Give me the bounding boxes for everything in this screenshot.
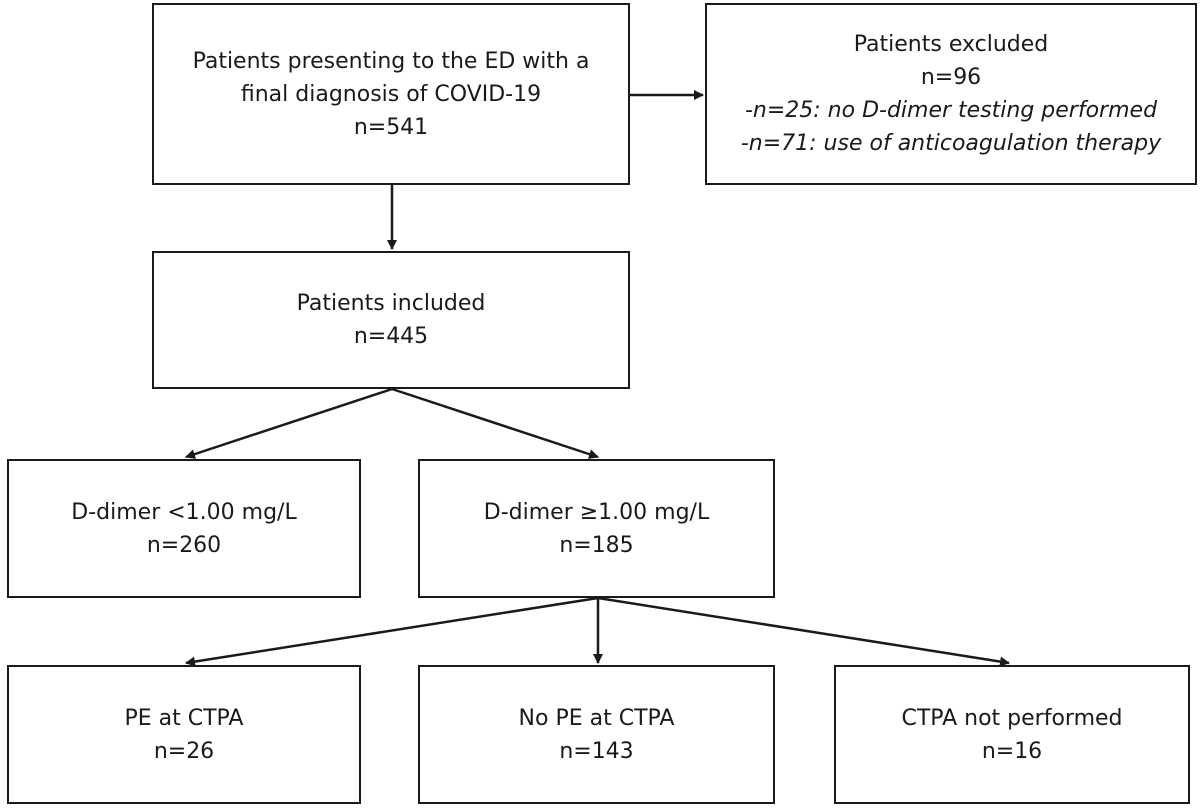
- ctpa-not-performed-count: n=16: [981, 738, 1043, 764]
- ddimer-low-count: n=260: [146, 532, 222, 558]
- included-title: Patients included: [296, 291, 486, 316]
- included-count: n=445: [353, 324, 429, 349]
- screened-line2: final diagnosis of COVID-19: [240, 81, 542, 107]
- ddimer-high-title: D-dimer ≥1.00 mg/L: [483, 499, 710, 525]
- no-pe-at-ctpa-box: No PE at CTPA n=143: [418, 665, 775, 804]
- screened-line1: Patients presenting to the ED with a: [192, 48, 590, 74]
- pe-at-ctpa-title: PE at CTPA: [124, 705, 244, 731]
- pe-at-ctpa-box: PE at CTPA n=26: [7, 665, 361, 804]
- arrow-high-to-pe: [185, 596, 599, 667]
- excluded-reason-1: -n=25: no D-dimer testing performed: [744, 98, 1158, 123]
- excluded-patients-box: Patients excluded n=96 -n=25: no D-dimer…: [705, 3, 1197, 185]
- no-pe-at-ctpa-title: No PE at CTPA: [518, 705, 675, 731]
- arrow-included-to-ddimer-high: [391, 387, 599, 459]
- ctpa-not-performed-title: CTPA not performed: [901, 705, 1123, 731]
- screened-patients-box: Patients presenting to the ED with a fin…: [152, 3, 630, 185]
- pe-at-ctpa-count: n=26: [153, 738, 215, 764]
- ddimer-high-count: n=185: [559, 532, 634, 558]
- excluded-reason-2: -n=71: use of anticoagulation therapy: [740, 131, 1162, 156]
- arrow-included-to-ddimer-low: [185, 387, 393, 459]
- ctpa-not-performed-box: CTPA not performed n=16: [834, 665, 1190, 804]
- arrow-high-to-ctpa-not-performed: [597, 596, 1010, 667]
- excluded-title: Patients excluded: [853, 32, 1049, 57]
- no-pe-at-ctpa-count: n=143: [559, 738, 634, 764]
- ddimer-high-box: D-dimer ≥1.00 mg/L n=185: [418, 459, 775, 598]
- excluded-count: n=96: [920, 65, 982, 90]
- included-patients-box: Patients included n=445: [152, 251, 630, 389]
- ddimer-low-title: D-dimer <1.00 mg/L: [71, 499, 297, 525]
- ddimer-low-box: D-dimer <1.00 mg/L n=260: [7, 459, 361, 598]
- screened-count: n=541: [353, 114, 429, 140]
